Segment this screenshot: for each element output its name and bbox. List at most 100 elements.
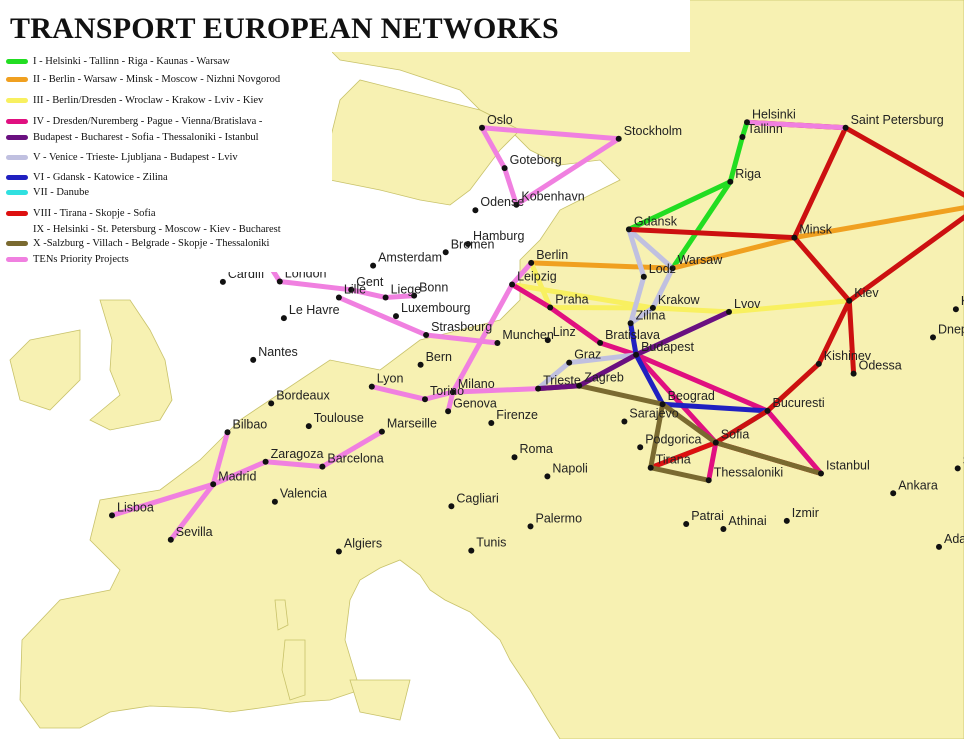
city-label: Lodz (649, 262, 676, 276)
city-dot (488, 420, 495, 426)
city-dot (647, 464, 654, 471)
city-label: Sevilla (176, 525, 213, 539)
city-label: Liege (391, 283, 422, 297)
city-dot (393, 313, 399, 320)
city-dot (262, 458, 269, 465)
city-label: Kiev (854, 286, 879, 300)
city-label: Helsinki (752, 107, 796, 121)
city-dot (637, 444, 644, 451)
legend-swatch (6, 59, 28, 64)
city-dot (576, 382, 583, 389)
legend-swatch (6, 257, 28, 262)
city-label: Bilbao (233, 417, 268, 431)
city-label: Minsk (799, 223, 832, 237)
city-dot (513, 201, 520, 208)
city-dot (370, 262, 377, 269)
city-label: Bonn (419, 281, 448, 295)
city-dot (744, 119, 750, 126)
city-dot (445, 408, 452, 415)
city-label: Luxembourg (401, 301, 471, 315)
city-label: Praha (555, 293, 588, 307)
city-label: Bordeaux (276, 388, 330, 402)
legend-swatch (6, 77, 28, 82)
city-label: Goteborg (510, 153, 562, 167)
city-dot (109, 512, 115, 519)
city-dot (224, 429, 231, 436)
city-dot (705, 477, 712, 484)
city-dot (621, 418, 628, 425)
legend-item-V: V - Venice - Trieste- Ljubljana - Budape… (6, 152, 238, 163)
city-label: Le Havre (289, 303, 340, 317)
title-box: TRANSPORT EUROPEAN NETWORKS (0, 0, 690, 52)
city-label: Izmir (792, 506, 819, 520)
city-dot (791, 234, 798, 241)
corridor-VI (628, 320, 770, 414)
legend-label: V - Venice - Trieste- Ljubljana - Budape… (33, 152, 238, 163)
city-dot (764, 407, 771, 414)
city-dot (727, 178, 734, 185)
city-dot (739, 134, 746, 140)
corridor-IX-c (626, 226, 797, 241)
city-label: Munchen (502, 328, 553, 342)
city-label: Beograd (668, 389, 715, 403)
corridor-I-b (626, 179, 733, 232)
city-dot (167, 536, 174, 543)
city-dot (382, 294, 389, 301)
city-dot (669, 265, 676, 272)
city-label: Lille (344, 283, 366, 297)
city-dot (468, 547, 475, 554)
land-sardinia (281, 639, 306, 701)
city-label: Athinai (728, 514, 766, 528)
legend-label: II - Berlin - Warsaw - Minsk - Moscow - … (33, 74, 281, 85)
city-label: Strasbourg (431, 320, 492, 334)
legend-item-IX: IX - Helsinki - St. Petersburg - Moscow … (6, 224, 281, 235)
legend-item-TEN: TENs Priority Projects (6, 254, 129, 265)
city-dot (423, 332, 430, 338)
city-dot (319, 463, 326, 470)
city-label: Dnepropetrovsk (938, 322, 964, 336)
city-dot (527, 523, 534, 530)
city-label: Saint Petersburg (851, 113, 944, 127)
city-label: Odessa (859, 359, 902, 373)
city-dot (683, 521, 690, 527)
city-dot (348, 286, 355, 293)
city-label: Cagliari (456, 491, 498, 505)
legend-swatch (6, 227, 28, 232)
city-dot (472, 207, 479, 214)
city-label: Napoli (552, 461, 587, 475)
city-dot (625, 226, 632, 233)
city-label: Milano (458, 377, 495, 391)
city-label: Linz (553, 325, 576, 339)
city-dot (449, 389, 456, 396)
land-scandinavia (329, 79, 521, 206)
city-label: Genova (453, 396, 497, 410)
legend-label: VI - Gdansk - Katowice - Zilina (33, 172, 168, 183)
city-dot (219, 278, 226, 285)
city-dot (544, 337, 551, 344)
city-label: Oslo (487, 113, 513, 127)
city-label: Bern (426, 350, 452, 364)
city-dot (633, 351, 640, 358)
city-label: Podgorica (645, 432, 701, 446)
city-label: Palermo (536, 511, 583, 525)
legend-item-VII: VII - Danube (6, 187, 89, 198)
city-label: Kobenhavn (521, 190, 584, 204)
city-dot (842, 124, 849, 131)
city-dot (501, 165, 508, 172)
city-label: Stockholm (624, 124, 682, 138)
corridor-I (670, 119, 750, 271)
land-sicily (349, 679, 411, 721)
city-dot (271, 498, 278, 505)
legend-swatch (6, 155, 28, 160)
legend-label: III - Berlin/Dresden - Wroclaw - Krakow … (33, 95, 264, 106)
city-dot (627, 320, 634, 327)
legend-swatch (6, 190, 28, 195)
city-label: Marseille (387, 417, 437, 431)
city-label: Roma (520, 442, 553, 456)
city-dot (276, 278, 283, 285)
legend-item-IV-b: Budapest - Bucharest - Sofia - Thessalon… (6, 132, 259, 143)
city-label: Zaragoza (271, 447, 324, 461)
city-label: Lvov (734, 297, 761, 311)
city-dot (783, 517, 790, 524)
